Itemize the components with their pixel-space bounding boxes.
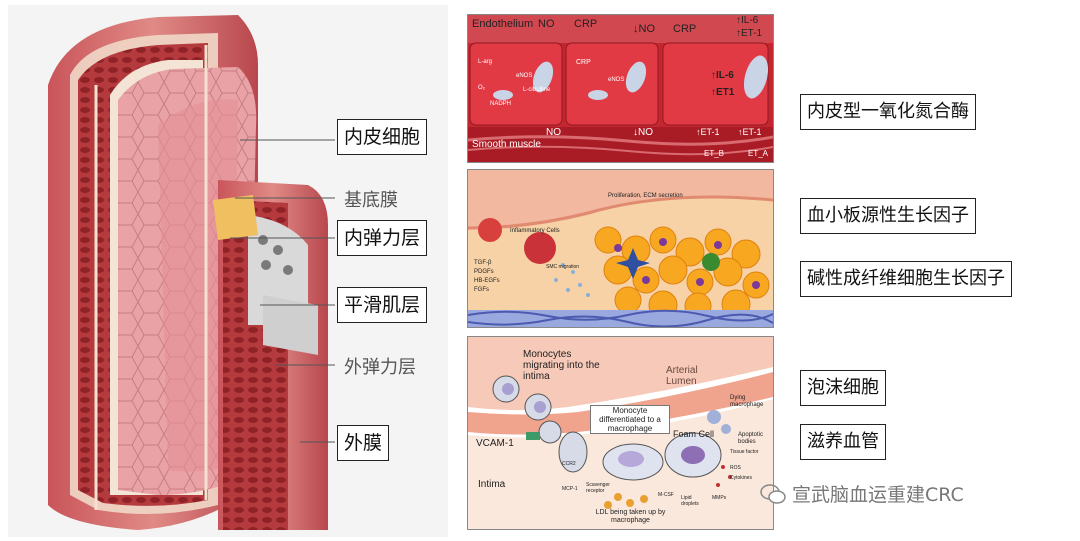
p3-apoptotic-bodies: Apoptotic bodies	[738, 432, 764, 445]
p3-vcam: VCAM-1	[476, 438, 514, 449]
label-enos: 内皮型一氧化氮合酶	[800, 94, 976, 130]
label-pdgf: 血小板源性生长因子	[800, 198, 976, 234]
p1-o2: O₂	[478, 85, 485, 91]
p2-proliferation: Proliferation, ECM secretion	[608, 193, 683, 199]
label-foam-cell: 泡沫细胞	[800, 370, 886, 406]
p1-up-et1: ↑ET1	[711, 87, 735, 98]
p1-l-arg: L-arg	[478, 59, 493, 65]
p1-no: NO	[538, 18, 555, 30]
p1-crp1: CRP	[574, 18, 598, 30]
p1-down-no-bottom: ↓NO	[633, 127, 653, 138]
proliferation-drawing	[468, 170, 773, 327]
p1-down-no: ↓NO	[633, 23, 655, 35]
p1-l-citrulline: L-citrulline	[523, 87, 551, 93]
vessel-illustration	[8, 5, 448, 537]
p3-dying-macrophage: Dying macrophage	[730, 395, 764, 408]
p1-smooth-muscle: Smooth muscle	[472, 139, 541, 150]
p1-endothelium: Endothelium	[472, 18, 534, 30]
p2-factor-1: PDGFs	[474, 269, 494, 275]
p3-cytokines: Cytokines	[730, 475, 752, 481]
label-external-elastic: 外弹力层	[344, 357, 416, 378]
p1-up-et1-b2: ↑ET-1	[738, 127, 762, 137]
p3-monocytes-migrating: Monocytes migrating into the intima	[523, 349, 600, 382]
label-internal-elastic: 内弹力层	[337, 220, 428, 256]
p2-factor-2: HB-EGFs	[474, 278, 500, 284]
p1-enos2: eNOS	[608, 77, 625, 83]
wechat-icon	[760, 483, 786, 504]
p3-arterial-lumen: Arterial Lumen	[666, 365, 698, 387]
p2-factor-3: FGFs	[474, 287, 489, 293]
label-bfgf: 碱性成纤维细胞生长因子	[800, 261, 1012, 297]
p3-ldl: LDL being taken up by macrophage	[595, 509, 666, 524]
p2-factor-0: TGF-β	[474, 260, 492, 266]
p1-up-il6: ↑IL-6	[711, 70, 734, 81]
label-vasa-vasorum: 滋养血管	[800, 424, 886, 460]
vessel-layers-drawing	[48, 15, 328, 530]
p3-mmps: MMPs	[712, 495, 727, 501]
endothelium-cells-drawing	[468, 15, 773, 162]
panel-foam-cell: Monocytes migrating into the intima Arte…	[467, 336, 774, 530]
panel-proliferation: Proliferation, ECM secretion Inflammator…	[467, 169, 774, 328]
p3-foam-cell: Foam Cell	[673, 429, 715, 439]
p3-ccr2: CCR2	[562, 461, 576, 467]
p1-no-bottom: NO	[546, 127, 561, 138]
p1-crp2: CRP	[673, 23, 697, 35]
watermark: 宣武脑血运重建CRC	[760, 480, 964, 507]
p3-monocyte-diff: Monocyte differentiated to a macrophage	[590, 405, 670, 434]
p2-inflammatory: Inflammatory Cells	[510, 228, 560, 234]
p1-up-il6-top: ↑IL-6	[736, 15, 759, 26]
p1-crp-small: CRP	[576, 59, 591, 66]
foam-cell-drawing	[468, 337, 773, 529]
p3-ros: ROS	[730, 465, 741, 471]
p3-mcsf: M-CSF	[658, 492, 674, 498]
p3-scavenger: Scavenger receptor	[586, 482, 610, 494]
p1-nadph: NADPH	[490, 101, 512, 107]
label-endothelium: 内皮细胞	[337, 119, 428, 155]
label-basement-membrane: 基底膜	[344, 190, 398, 211]
p1-enos: eNOS	[516, 73, 533, 79]
p3-intima: Intima	[478, 479, 506, 490]
watermark-text: 宣武脑血运重建CRC	[792, 484, 964, 506]
p1-up-et1-b1: ↑ET-1	[696, 127, 720, 137]
p3-mcp1: MCP-1	[562, 486, 578, 492]
panel-endothelium-no: Endothelium NO CRP ↓NO CRP ↑IL-6 ↑ET-1 L…	[467, 14, 774, 163]
p3-tissue-factor: Tissue factor	[730, 449, 759, 455]
p3-lipid: Lipid droplets	[681, 495, 699, 507]
p2-smc: SMC migration	[546, 264, 580, 270]
p1-etb: ET_B	[704, 149, 725, 158]
p1-up-et1-top: ↑ET-1	[736, 28, 763, 39]
label-smooth-muscle: 平滑肌层	[337, 287, 428, 323]
label-adventitia: 外膜	[337, 425, 390, 461]
leader-lines	[230, 139, 335, 443]
p1-eta: ET_A	[748, 149, 769, 158]
